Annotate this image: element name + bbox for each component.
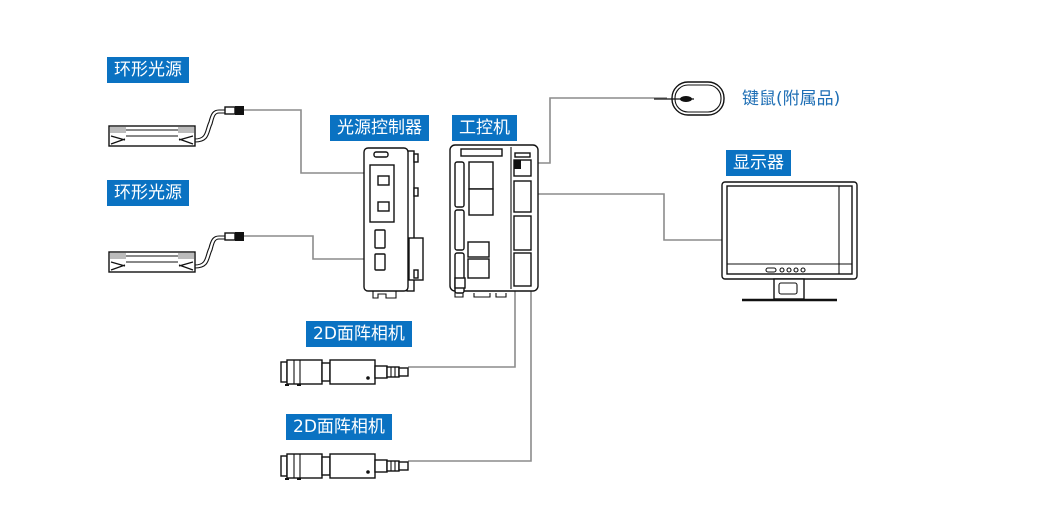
node-label-light-controller: 光源控制器 — [330, 115, 429, 141]
industrial-pc-icon — [449, 144, 539, 298]
mouse-icon — [654, 81, 725, 116]
monitor-icon — [721, 181, 858, 302]
ring-light-icon — [108, 106, 244, 147]
node-label-keyboard-mouse: 键鼠(附属品) — [742, 89, 841, 109]
wire-camera-2-to-ipc — [408, 287, 532, 462]
wire-monitor-to-ipc — [519, 193, 722, 241]
camera-icon — [280, 359, 409, 386]
node-label-monitor: 显示器 — [726, 150, 791, 176]
node-label-ring-light-2: 环形光源 — [107, 180, 189, 206]
node-label-ring-light-1: 环形光源 — [107, 57, 189, 83]
node-label-ipc: 工控机 — [452, 115, 517, 141]
wire-mouse-to-ipc — [520, 97, 667, 164]
light-controller-icon — [363, 147, 424, 299]
wire-camera-1-to-ipc — [408, 282, 516, 368]
wire-ring-light-1-to-controller — [244, 109, 368, 174]
ring-light-icon — [108, 232, 244, 273]
wire-ring-light-2-to-controller — [244, 235, 377, 260]
node-label-camera-2: 2D面阵相机 — [286, 414, 392, 440]
camera-icon — [280, 453, 409, 480]
node-label-camera-1: 2D面阵相机 — [306, 321, 412, 347]
